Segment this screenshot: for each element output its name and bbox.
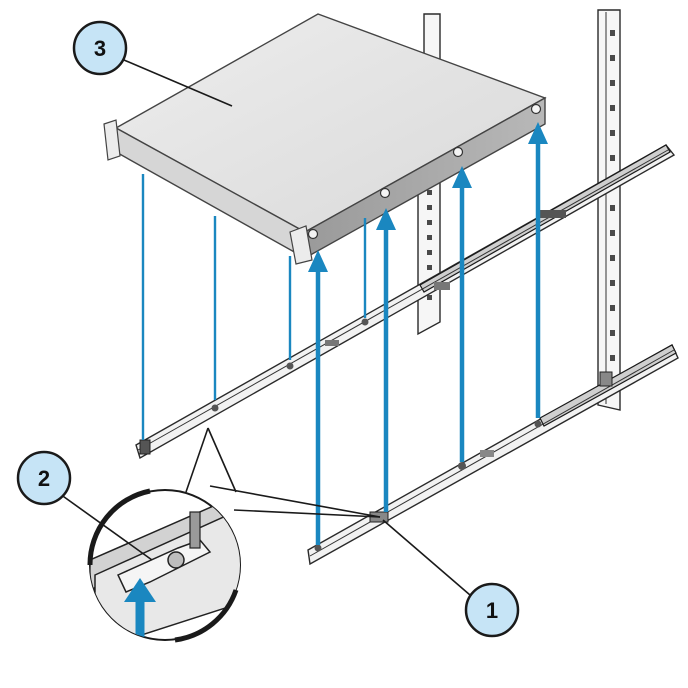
callout-2-label: 2 xyxy=(38,466,50,491)
server-chassis xyxy=(103,13,547,265)
callout-1-label: 1 xyxy=(486,598,498,623)
callout-3-label: 3 xyxy=(94,36,106,61)
detail-magnifier xyxy=(87,427,381,643)
callout-1-leader xyxy=(382,519,471,596)
rack-post-front xyxy=(597,9,621,411)
callout-2: 2 xyxy=(16,450,72,506)
rail-right xyxy=(307,344,679,566)
callout-1: 1 xyxy=(464,582,520,638)
callout-3-leader xyxy=(123,59,233,107)
callout-3: 3 xyxy=(72,20,128,76)
alignment-arrows xyxy=(141,122,548,545)
callout-2-leader xyxy=(59,493,153,561)
